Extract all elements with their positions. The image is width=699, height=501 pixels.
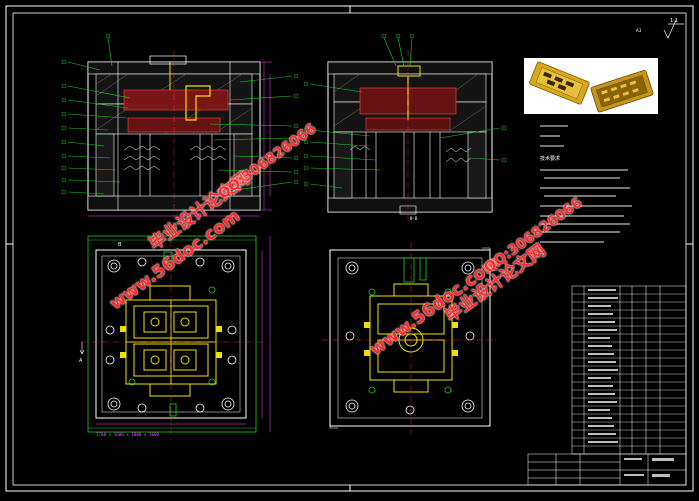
technical-requirements: 技术要求	[540, 125, 632, 243]
front-section-view	[61, 33, 299, 218]
parts-row-text	[588, 321, 615, 323]
roughness-symbol	[663, 19, 684, 39]
fixed-half-plan-view	[322, 242, 498, 434]
parts-row-text	[588, 377, 611, 379]
moving-half-plan-view: 1700 x 1600 x 1800 x 2000 A B	[79, 230, 271, 440]
parts-row-text	[588, 297, 618, 299]
parts-row-text	[588, 289, 616, 291]
parts-row-text	[588, 409, 610, 411]
svg-text:B-B: B-B	[410, 216, 418, 221]
parts-row-text	[588, 369, 618, 371]
parts-row-text	[588, 441, 618, 443]
parts-row-text	[588, 401, 617, 403]
parts-row-text	[588, 385, 613, 387]
parts-row-text	[588, 353, 614, 355]
parts-row-text	[588, 345, 612, 347]
parts-row-text	[588, 305, 611, 307]
section-mark-left: A	[79, 358, 83, 364]
parts-list-table	[571, 285, 687, 455]
scale-label: 1:1	[670, 18, 678, 24]
parts-row-text	[588, 313, 613, 315]
parts-row-text	[588, 425, 614, 427]
dim-label-b1: B	[118, 242, 122, 248]
parts-row-text	[588, 361, 616, 363]
product-render	[524, 58, 658, 114]
svg-text:1700 x 1600 x 1800 x 2000: 1700 x 1600 x 1800 x 2000	[96, 432, 160, 437]
parts-row-text	[588, 337, 610, 339]
parts-row-text	[588, 417, 612, 419]
tech-header: 技术要求	[540, 155, 560, 162]
parts-list-rows	[572, 289, 686, 447]
title-block	[527, 453, 687, 486]
parts-row-text	[588, 329, 617, 331]
sheet-size-label: A3	[636, 28, 642, 33]
side-section-view: B-B	[303, 33, 507, 222]
parts-row-text	[588, 393, 615, 395]
parts-row-text	[588, 433, 616, 435]
